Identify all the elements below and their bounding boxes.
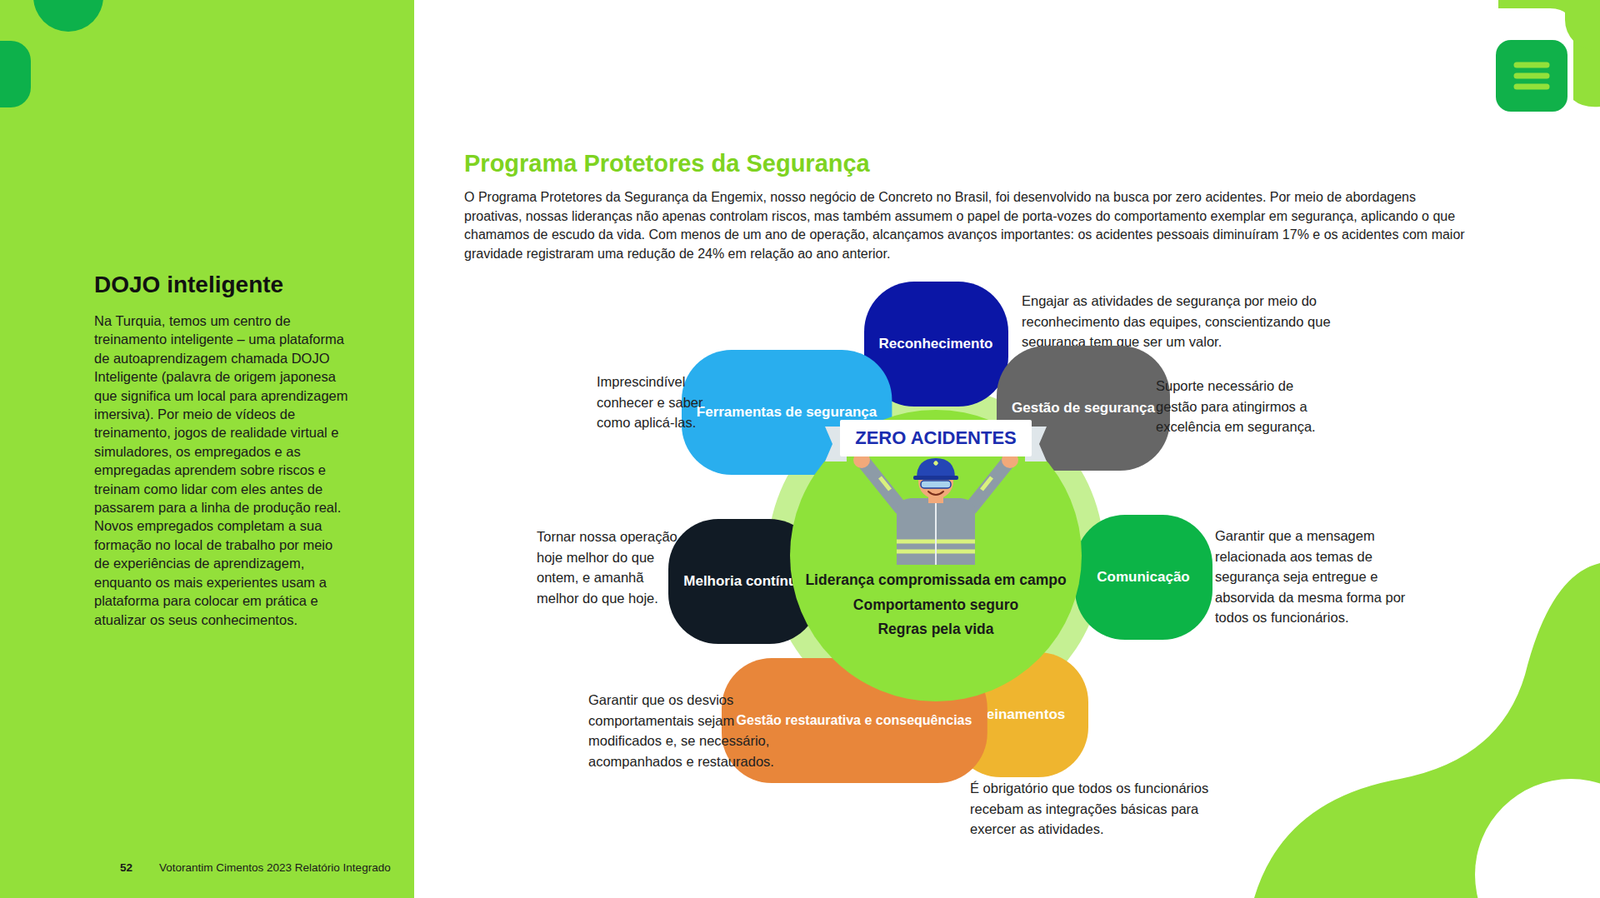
worker-illustration — [853, 451, 1019, 565]
banner-ribbon: ZERO ACIDENTES — [840, 420, 1032, 457]
center-circle: Liderança compromissada em campoComporta… — [790, 410, 1082, 702]
decor-corner — [1565, 0, 1600, 50]
center-statement: Comportamento seguro — [790, 596, 1082, 615]
circle-fill — [790, 410, 1082, 702]
banner-text: ZERO ACIDENTES — [855, 427, 1017, 450]
intro-paragraph: O Programa Protetores da Segurança da En… — [464, 188, 1477, 264]
center-statement: Liderança compromissada em campo — [790, 571, 1082, 590]
callout-text: Imprescindível conhecer e saber como apl… — [596, 371, 714, 434]
footer-text: Votorantim Cimentos 2023 Relatório Integ… — [159, 861, 391, 875]
text-panel: DOJO inteligente Na Turquia, temos um cen… — [94, 271, 349, 630]
page-title: Programa Protetores da Segurança — [464, 150, 870, 178]
callout-text: Garantir que os desvios comportamentais … — [588, 690, 797, 772]
petal-label: Gestão restaurativa e consequências — [736, 712, 973, 730]
panel-body: Na Turquia, temos um centro de treinamen… — [94, 311, 349, 630]
petal-label: Ferramentas de segurança — [696, 403, 877, 422]
menu-button — [1495, 40, 1568, 112]
petal-fill — [668, 519, 820, 645]
callout-text: Suporte necessário de gestão para atingi… — [1155, 375, 1331, 438]
side-panel — [0, 0, 415, 898]
petal-label: Melhoria contínua — [683, 572, 805, 591]
petal-label: Comunicação — [1096, 568, 1190, 587]
page-number: 52 — [120, 861, 133, 875]
petal-shape: ComunicaçãoGarantir que a mensagem relac… — [1075, 515, 1213, 640]
petal-fill — [996, 345, 1170, 471]
petal-fill — [681, 350, 892, 475]
callout-text: É obrigatório que todos os funcionários … — [970, 778, 1233, 840]
ribbon-body — [840, 420, 1032, 457]
panel-heading: DOJO inteligente — [94, 271, 349, 299]
decor-cutout — [1475, 779, 1600, 898]
menu-icon — [1516, 65, 1547, 87]
petal-label: Reconhecimento — [879, 335, 994, 354]
callout-text: Garantir que a mensagem relacionada aos … — [1215, 525, 1425, 629]
center-statement: Regras pela vida — [790, 620, 1082, 639]
decor-circle — [33, 0, 104, 32]
petal-label: Gestão de segurança — [1011, 399, 1155, 418]
decor-block — [0, 40, 31, 108]
callout-text: Tornar nossa operação hoje melhor do que… — [536, 526, 679, 609]
callout-text: Engajar as atividades de segurança por m… — [1021, 290, 1332, 353]
petal-fill — [1075, 515, 1213, 640]
